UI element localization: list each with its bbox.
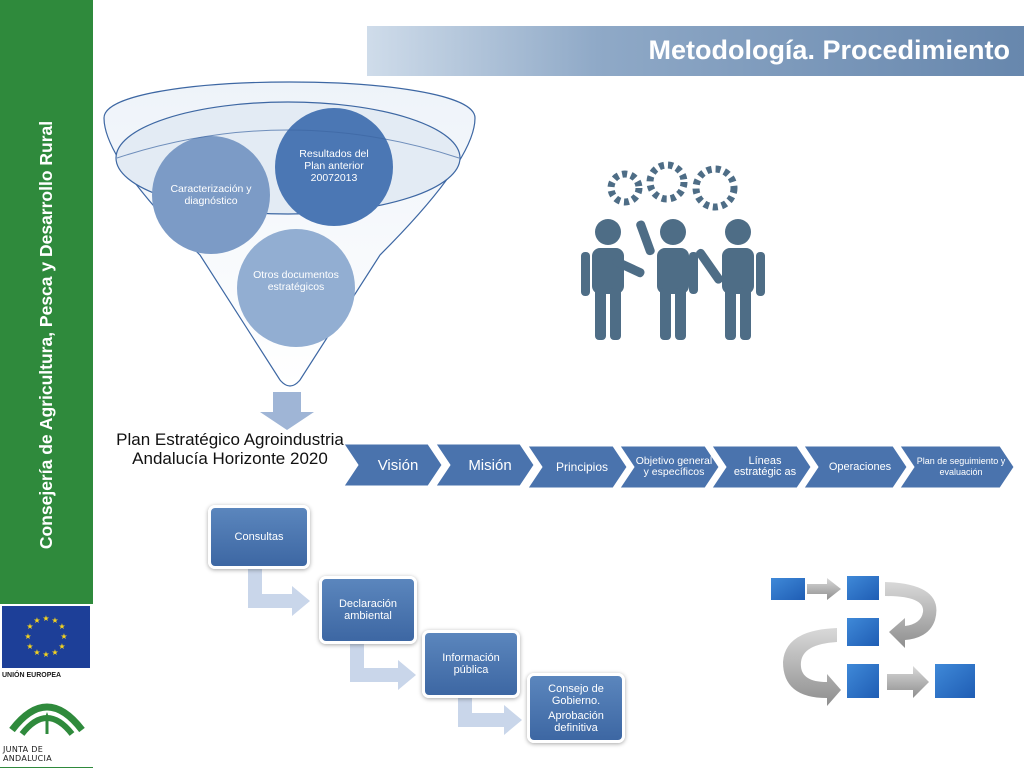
- chevron-label-operaciones: Operaciones: [828, 460, 892, 473]
- chevron-label-mision: Misión: [468, 456, 512, 474]
- svg-text:★: ★: [60, 632, 67, 641]
- svg-text:★: ★: [51, 648, 58, 657]
- circle-1-label: Caracterización y diagnóstico: [170, 183, 252, 207]
- chevron-label-lineas: Líneas estratégic as: [733, 455, 797, 478]
- junta-logo-icon: [9, 703, 85, 736]
- step-consejo-label-1: Consejo de Gobierno.: [548, 682, 604, 707]
- svg-text:★: ★: [58, 622, 65, 631]
- step-consejo: Consejo de Gobierno. Aprobación definiti…: [527, 673, 625, 743]
- page-title: Metodología. Procedimiento: [648, 35, 1010, 65]
- team-gears-icon: [581, 161, 765, 340]
- svg-text:★: ★: [26, 622, 33, 631]
- step-declaracion: Declaración ambiental: [319, 576, 417, 644]
- chevron-label-plan-seguimiento: Plan de seguimiento y evaluación: [916, 456, 1006, 477]
- svg-text:★: ★: [58, 642, 65, 651]
- step-declaracion-label: Declaración ambiental: [338, 598, 398, 622]
- plan-title: Plan Estratégico Agroindustria Andalucía…: [116, 430, 344, 468]
- chevron-objetivo: [619, 445, 720, 489]
- chevron-vision: [343, 443, 443, 487]
- step-consultas-label: Consultas: [234, 531, 284, 543]
- eu-label: UNIÓN EUROPEA: [2, 672, 62, 679]
- step-consejo-label-2: Aprobación definitiva: [548, 709, 604, 734]
- chevron-mision: [435, 443, 535, 487]
- svg-text:★: ★: [33, 616, 40, 625]
- funnel-down-arrow: [260, 392, 314, 430]
- chevron-label-objetivo: Objetivo general y específicos: [635, 455, 713, 478]
- circle-3-label: Otros documentos estratégicos: [253, 269, 339, 293]
- svg-text:★: ★: [42, 614, 49, 623]
- chevron-principios: [527, 445, 628, 489]
- eu-flag-icon: ★★★ ★★★ ★★★ ★★★: [2, 606, 90, 668]
- circle-otros-documentos: [237, 229, 355, 347]
- svg-text:★: ★: [24, 632, 31, 641]
- chevron-plan-seguimiento: [899, 445, 1015, 489]
- chevron-lineas: [711, 445, 812, 489]
- step-informacion-label: Información pública: [442, 652, 500, 676]
- chevron-label-principios: Principios: [555, 459, 609, 474]
- svg-text:★: ★: [51, 616, 58, 625]
- circle-resultados: [275, 108, 393, 226]
- logos-panel: ★★★ ★★★ ★★★ ★★★ UNIÓN EUROPEA JUNTA DE A…: [0, 604, 93, 767]
- step-consultas: Consultas: [208, 505, 310, 569]
- circle-caracterizacion: [152, 136, 270, 254]
- svg-text:★: ★: [33, 648, 40, 657]
- process-cycle-icon: [771, 576, 975, 706]
- chevron-operaciones: [803, 445, 908, 489]
- step-informacion: Información pública: [422, 630, 520, 698]
- circle-2-label: Resultados del Plan anterior 20072013: [299, 148, 369, 184]
- header-bar: Metodología. Procedimiento: [367, 26, 1024, 76]
- chevron-label-vision: Visión: [377, 456, 419, 474]
- svg-text:★: ★: [26, 642, 33, 651]
- svg-text:★: ★: [42, 650, 49, 659]
- junta-label: JUNTA DE ANDALUCIA: [3, 745, 52, 763]
